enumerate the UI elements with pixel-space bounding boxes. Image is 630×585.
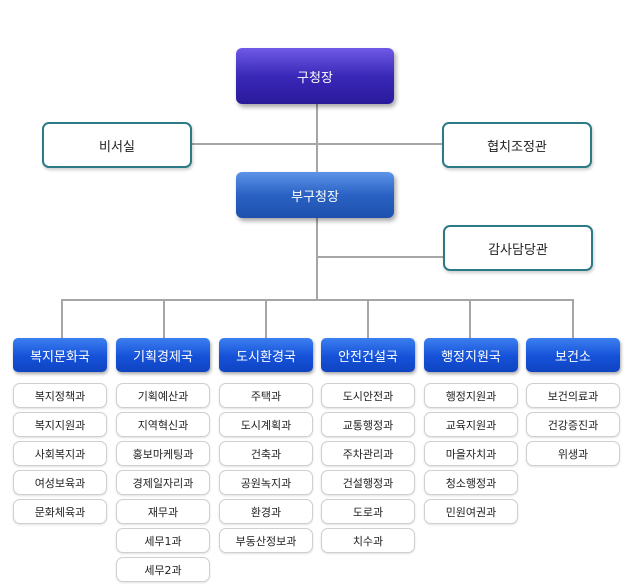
section-box: 복지정책과 — [13, 383, 107, 408]
section-box: 건설행정과 — [321, 470, 415, 495]
section-box: 주택과 — [219, 383, 313, 408]
section-box: 청소행정과 — [424, 470, 518, 495]
deputy-staff-node: 감사담당관 — [443, 225, 593, 271]
section-box: 경제일자리과 — [116, 470, 210, 495]
section-box: 홍보마케팅과 — [116, 441, 210, 466]
section-box: 복지지원과 — [13, 412, 107, 437]
section-box: 마을자치과 — [424, 441, 518, 466]
section-box: 민원여권과 — [424, 499, 518, 524]
section-box: 교육지원과 — [424, 412, 518, 437]
staff-left-node: 비서실 — [42, 122, 192, 168]
department-4: 안전건설국 — [321, 338, 415, 372]
section-box: 행정지원과 — [424, 383, 518, 408]
section-box: 세무1과 — [116, 528, 210, 553]
section-box: 기획예산과 — [116, 383, 210, 408]
section-box: 재무과 — [116, 499, 210, 524]
section-box: 교통행정과 — [321, 412, 415, 437]
connector-dept-drop-4 — [367, 300, 369, 338]
section-box: 공원녹지과 — [219, 470, 313, 495]
section-box: 환경과 — [219, 499, 313, 524]
section-box: 도로과 — [321, 499, 415, 524]
connector-dept-drop-1 — [61, 300, 63, 338]
connector-deputy-trunk — [316, 218, 318, 300]
section-box: 문화체육과 — [13, 499, 107, 524]
connector-dept-drop-5 — [469, 300, 471, 338]
section-box: 주차관리과 — [321, 441, 415, 466]
department-5: 행정지원국 — [424, 338, 518, 372]
section-box: 건강증진과 — [526, 412, 620, 437]
connector-dept-bus — [61, 299, 574, 301]
connector-dept-drop-2 — [163, 300, 165, 338]
department-6: 보건소 — [526, 338, 620, 372]
deputy-node: 부구청장 — [236, 172, 394, 218]
section-box: 도시안전과 — [321, 383, 415, 408]
connector-head-deputy — [316, 104, 318, 176]
connector-dept-drop-6 — [572, 300, 574, 338]
section-box: 세무2과 — [116, 557, 210, 582]
section-box: 치수과 — [321, 528, 415, 553]
department-3: 도시환경국 — [219, 338, 313, 372]
department-2: 기획경제국 — [116, 338, 210, 372]
section-box: 부동산정보과 — [219, 528, 313, 553]
section-box: 위생과 — [526, 441, 620, 466]
section-box: 사회복지과 — [13, 441, 107, 466]
section-box: 여성보육과 — [13, 470, 107, 495]
department-1: 복지문화국 — [13, 338, 107, 372]
connector-deputy-staff — [317, 256, 443, 258]
staff-right-node: 협치조정관 — [442, 122, 592, 168]
section-box: 지역혁신과 — [116, 412, 210, 437]
section-box: 건축과 — [219, 441, 313, 466]
section-box: 도시계획과 — [219, 412, 313, 437]
connector-dept-drop-3 — [265, 300, 267, 338]
head-node: 구청장 — [236, 48, 394, 104]
section-box: 보건의료과 — [526, 383, 620, 408]
connector-staff-row — [192, 143, 442, 145]
